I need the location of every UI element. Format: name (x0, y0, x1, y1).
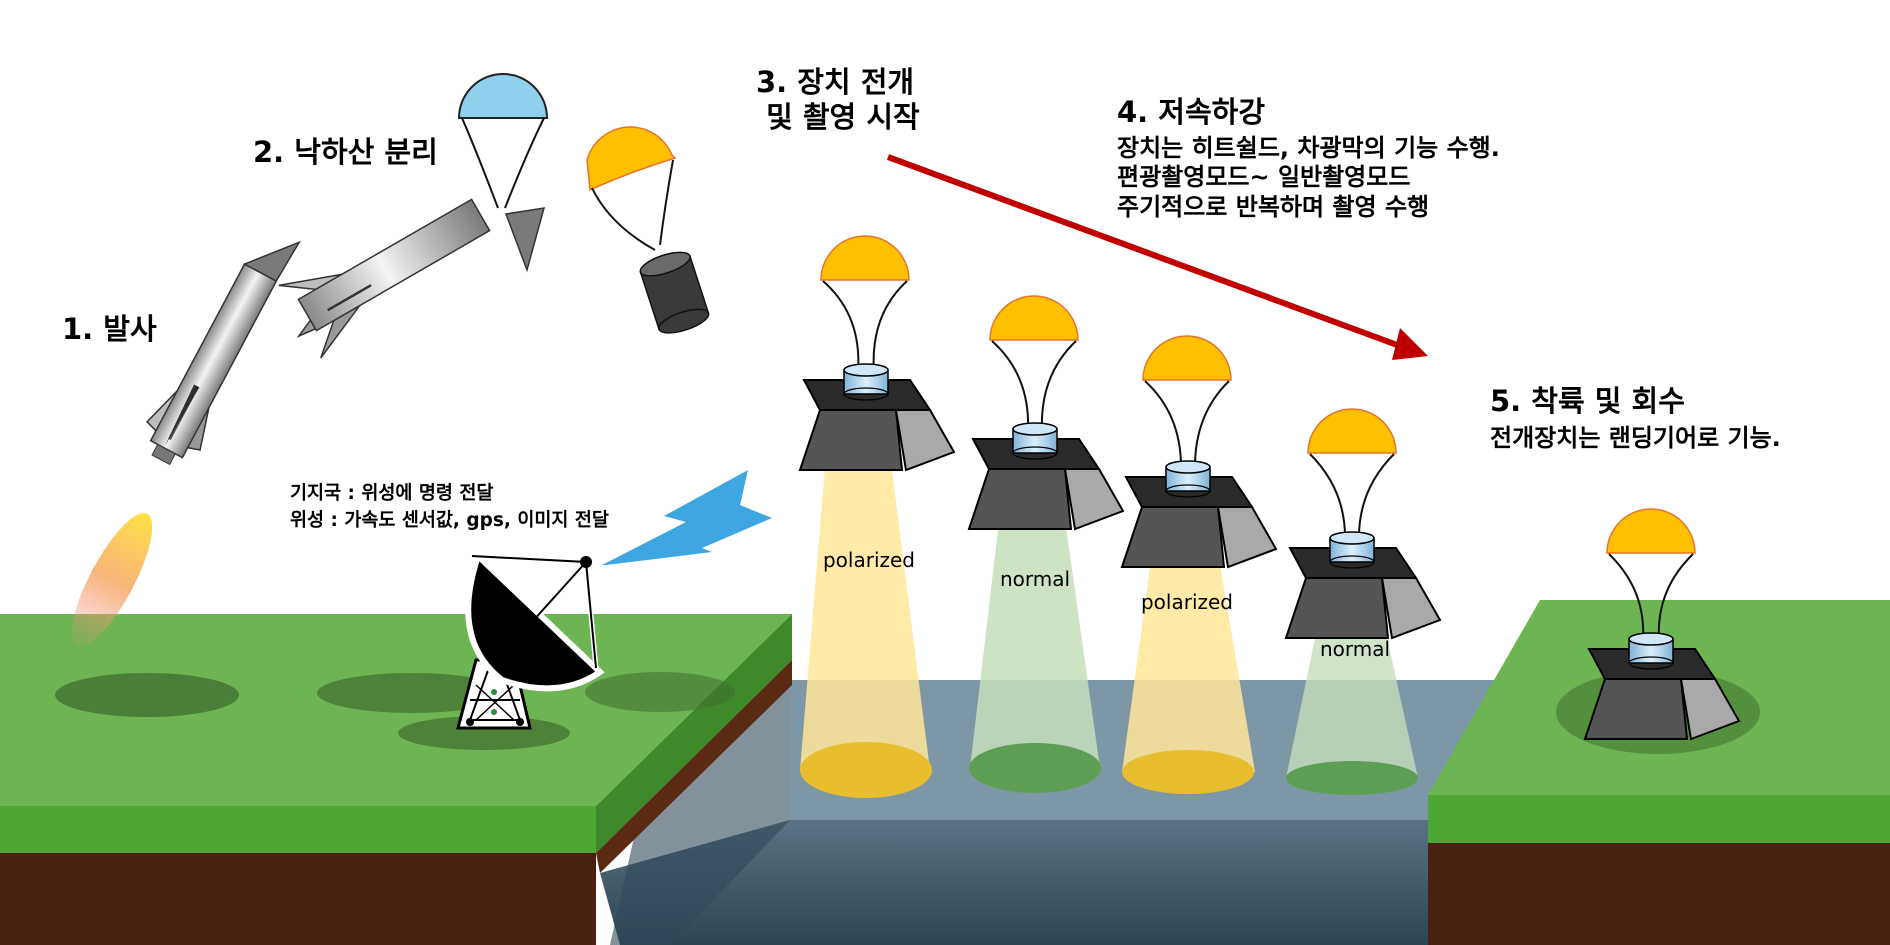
mode-label-1: polarized (822, 548, 916, 572)
beam-normal-2 (1286, 624, 1418, 778)
mode-label-2: normal (999, 567, 1071, 591)
rocket-flame (71, 512, 153, 648)
parachute-icon (820, 235, 910, 281)
beam-polarized-1 (800, 455, 930, 770)
spot-polarized-2 (1122, 750, 1254, 794)
step-1-title: 1. 발사 (62, 312, 157, 346)
landed-device (1584, 508, 1740, 740)
descending-device-1 (799, 235, 955, 471)
step-5-title: 5. 착륙 및 회수 (1490, 384, 1685, 418)
step-3-title: 3. 장치 전개 및 촬영 시작 (756, 65, 920, 135)
descending-device-3 (1121, 335, 1277, 568)
separated-rocket (278, 73, 549, 359)
descending-device-2 (968, 295, 1124, 530)
spot-polarized-1 (800, 742, 932, 798)
satellite-dish (465, 550, 605, 692)
step-5-description: 전개장치는 랜딩기어로 기능. (1490, 424, 1781, 452)
dropped-canister (586, 126, 710, 334)
water-depth (600, 820, 1545, 945)
rocket-parachute (457, 73, 549, 119)
ground-station-label: 기지국 : 위성에 명령 전달 (290, 483, 494, 504)
mode-label-3: polarized (1140, 590, 1234, 614)
descent-arrow (886, 154, 1428, 360)
rocket-shadow (55, 673, 239, 717)
step-2-title: 2. 낙하산 분리 (253, 135, 438, 169)
step-4-title: 4. 저속하강 (1117, 95, 1266, 129)
parachute-icon (989, 295, 1079, 341)
beam-normal-1 (970, 513, 1100, 768)
parachute-icon (1606, 508, 1696, 554)
mode-label-4: normal (1319, 637, 1391, 661)
spot-normal-1 (969, 743, 1101, 793)
satellite-label: 위성 : 가속도 센서값, gps, 이미지 전달 (290, 510, 609, 531)
parachute-icon (1142, 335, 1232, 381)
nose-cone (504, 207, 546, 273)
step-4-description: 장치는 히트쉴드, 차광막의 기능 수행. 편광촬영모드~ 일반촬영모드 주기적… (1117, 134, 1500, 221)
ground-station (456, 550, 605, 730)
signal-lightning-icon (602, 470, 772, 565)
beam-polarized-2 (1122, 553, 1255, 772)
descending-device-4 (1285, 408, 1441, 639)
launch-rocket (71, 240, 301, 648)
parachute-icon (1307, 408, 1397, 454)
camera-beams (800, 455, 1418, 798)
spot-normal-2 (1286, 761, 1418, 795)
